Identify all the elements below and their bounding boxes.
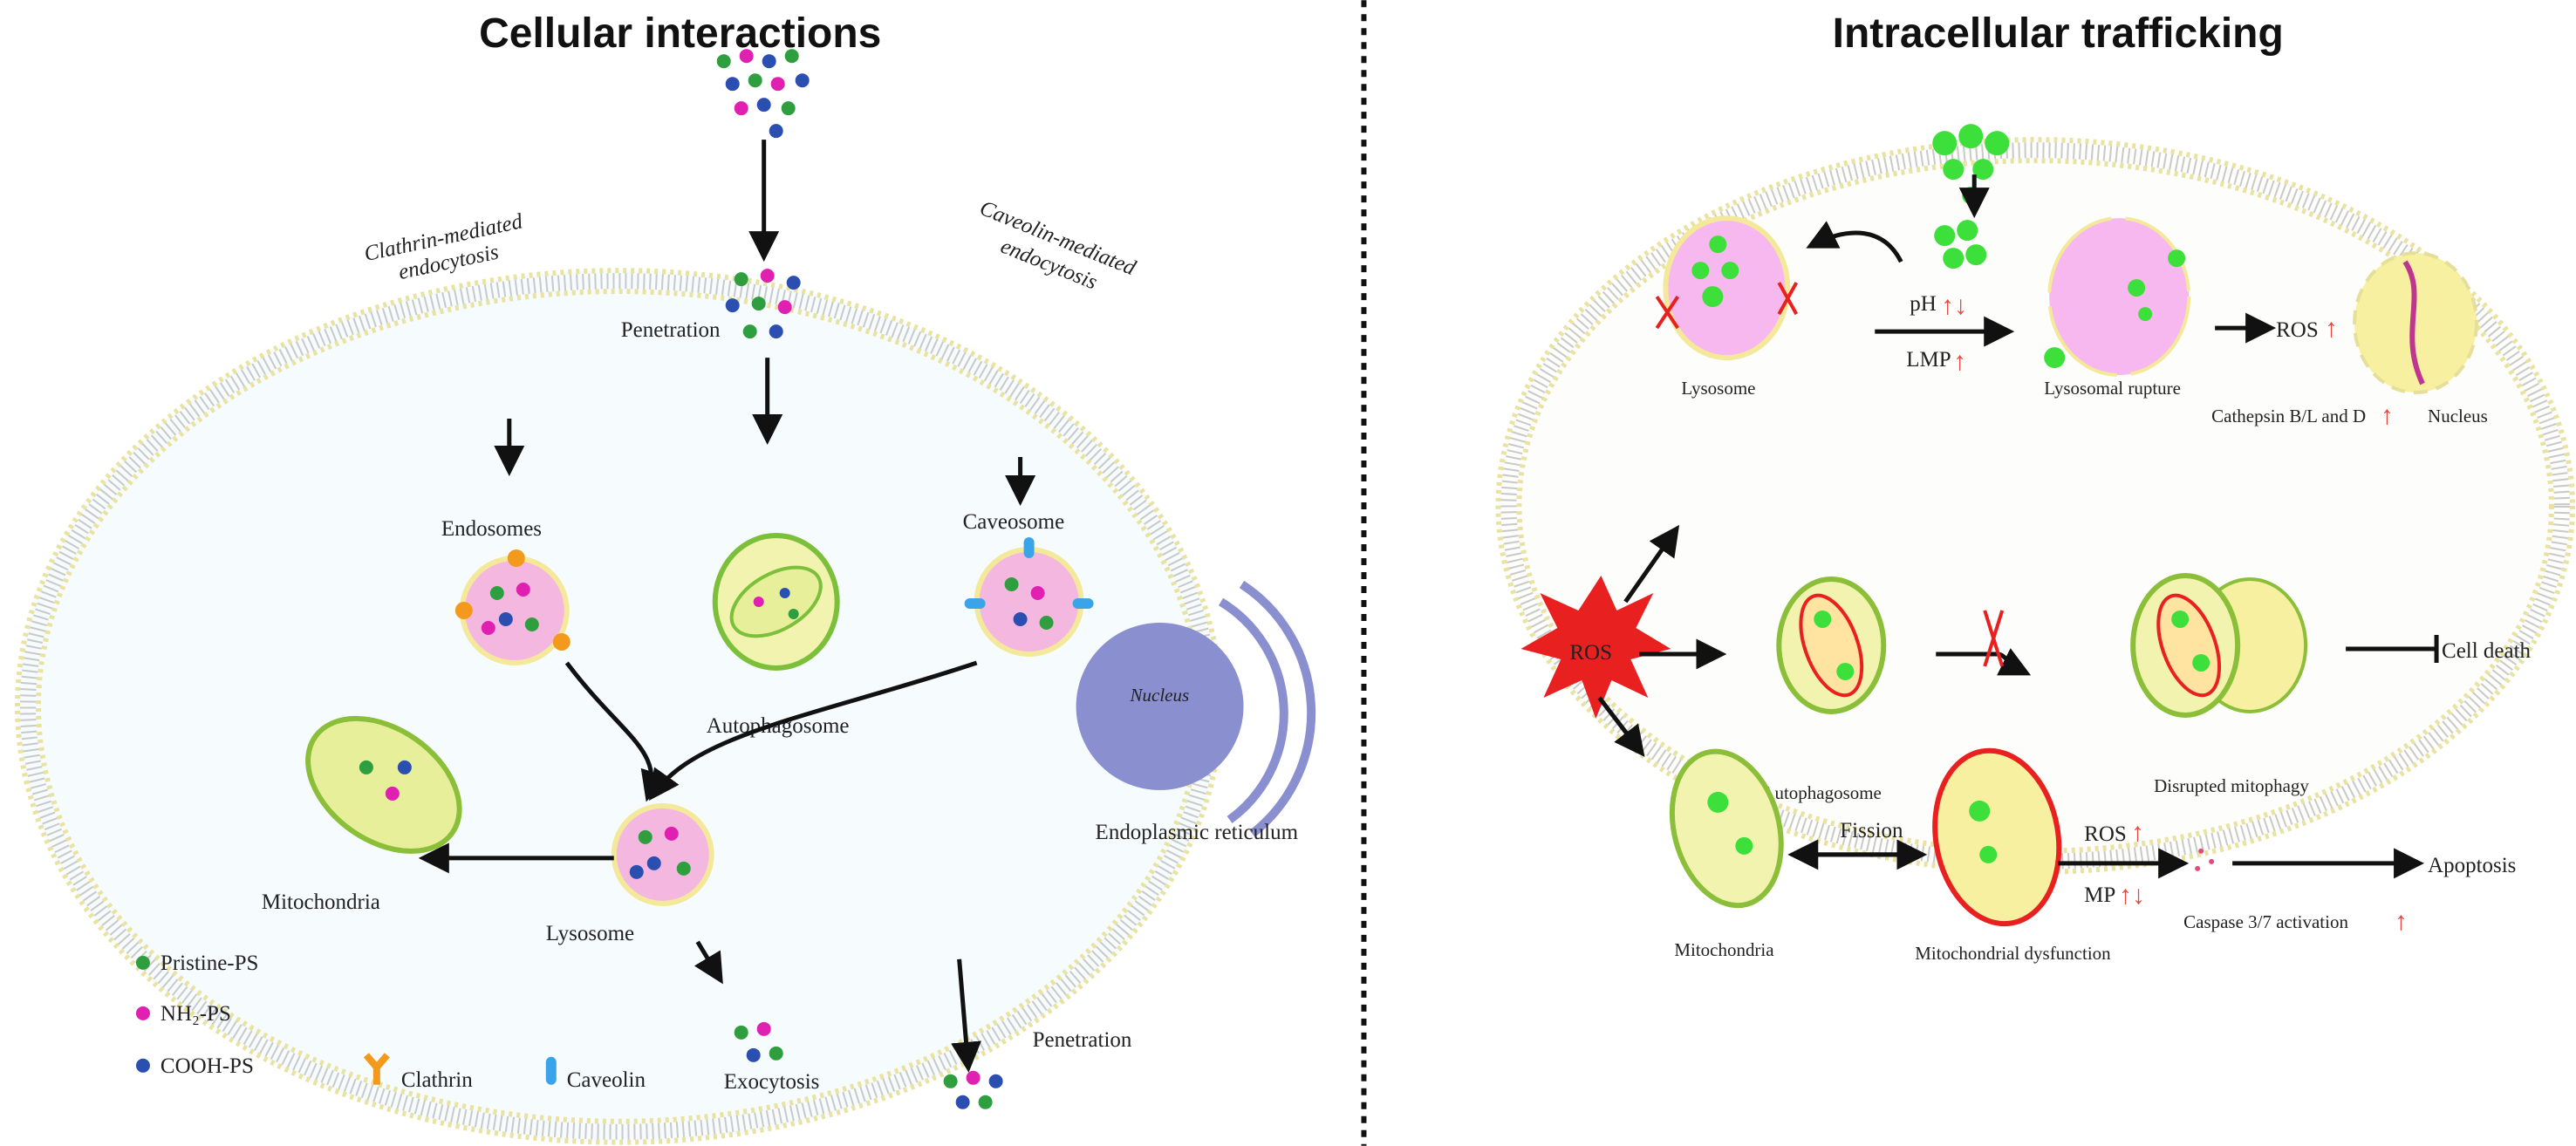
inhibition-arrow: [2346, 634, 2439, 663]
label-mitochondria-right: Mitochondria: [1674, 939, 1774, 960]
label-autophagosome-right: Autophagosome: [1761, 782, 1882, 803]
label-caspase: Caspase 3/7 activation: [2183, 911, 2348, 932]
ph-up-down-indicator: ↑↓: [1941, 291, 1967, 320]
label-mitochondria-left: Mitochondria: [262, 890, 380, 914]
nucleus-left: [1076, 580, 1316, 837]
clathrin-icon: [363, 1053, 390, 1085]
exocytosis-cluster: [734, 1021, 783, 1062]
caspase-dots: [2195, 848, 2215, 871]
right-cell: [1495, 137, 2576, 875]
mitochondria-right: [1669, 748, 1784, 909]
label-penetration-bottom: Penetration: [1033, 1028, 1132, 1052]
label-ros-mid: ROS: [2084, 822, 2127, 846]
legend-pristine-label: Pristine-PS: [161, 952, 258, 975]
label-apoptosis: Apoptosis: [2428, 854, 2516, 877]
lmp-up-indicator: ↑: [1953, 347, 1966, 376]
legend-pristine-dot: [135, 955, 150, 970]
label-endosomes: Endosomes: [441, 517, 542, 541]
label-penetration-top: Penetration: [621, 318, 721, 342]
autophagosome-left: [712, 533, 840, 671]
label-caveosome: Caveosome: [963, 510, 1065, 534]
label-ros-top: ROS: [2276, 318, 2319, 342]
autophagosome-right: [1776, 576, 1887, 714]
arrow: [1597, 696, 1645, 757]
title-intracellular-trafficking: Intracellular trafficking: [1833, 10, 2284, 57]
label-cell-death: Cell death: [2442, 639, 2531, 663]
label-mp: MP: [2084, 883, 2115, 907]
lysosomal-rupture: [2044, 216, 2191, 378]
ros-mid-up-indicator: ↑: [2131, 818, 2144, 847]
arrow: [1623, 524, 1680, 604]
blocked-x-icon: [1983, 610, 2005, 667]
ros-star: [1520, 575, 1671, 719]
disrupted-mitophagy: [2130, 573, 2308, 718]
caveosome: [964, 537, 1094, 657]
label-lmp: LMP: [1906, 348, 1951, 372]
lysosome-right: [1655, 215, 1799, 361]
legend-cooh-label: COOH-PS: [161, 1054, 254, 1078]
label-lysosomal-rupture: Lysosomal rupture: [2044, 378, 2181, 399]
label-nucleus-left: Nucleus: [1130, 685, 1190, 706]
label-nucleus-right: Nucleus: [2428, 406, 2488, 426]
label-exocytosis: Exocytosis: [724, 1070, 820, 1094]
legend-caveolin-label: Caveolin: [567, 1068, 646, 1092]
label-mitochondrial-dysfunction: Mitochondrial dysfunction: [1915, 943, 2111, 964]
caspase-up-indicator: ↑: [2395, 907, 2408, 936]
label-disrupted-mitophagy: Disrupted mitophagy: [2154, 775, 2309, 796]
legend: Pristine-PS NH₂-PS COOH-PS Clathrin Cave…: [135, 952, 646, 1092]
arrow: [1806, 221, 1903, 263]
caveolin-icon: [545, 1056, 557, 1085]
penetration-cluster-bottom: [943, 1070, 1003, 1109]
label-ros-star: ROS: [1569, 641, 1612, 665]
label-ph: pH: [1910, 292, 1937, 316]
label-autophagosome-left: Autophagosome: [707, 714, 850, 738]
arrow: [951, 958, 981, 1073]
green-particles-free: [1934, 220, 1987, 269]
label-lysosome-left: Lysosome: [546, 922, 634, 945]
ros-top-up-indicator: ↑: [2325, 314, 2338, 343]
mitochondrial-dysfunction: [1932, 747, 2062, 927]
nanoparticle-cluster-mid: [725, 269, 801, 339]
label-endoplasmic-reticulum: Endoplasmic reticulum: [1096, 821, 1299, 844]
legend-nh2-dot: [135, 1006, 150, 1020]
legend-cooh-dot: [135, 1058, 150, 1073]
label-lysosome-right: Lysosome: [1681, 378, 1755, 399]
label-cathepsin: Cathepsin B/L and D: [2211, 406, 2366, 426]
cathepsin-up-indicator: ↑: [2381, 401, 2394, 430]
dna-icon: [2402, 260, 2425, 385]
arrow: [648, 660, 978, 802]
nucleus-right: [2353, 251, 2479, 395]
mitochondria-left: [305, 715, 462, 854]
nanoparticle-cluster-top: [716, 49, 810, 139]
label-fission: Fission: [1840, 819, 1903, 842]
legend-nh2-label: NH₂-PS: [161, 1002, 231, 1026]
title-cellular-interactions: Cellular interactions: [479, 10, 881, 57]
endosome: [454, 549, 571, 665]
legend-clathrin-label: Clathrin: [401, 1068, 473, 1092]
arrow: [694, 940, 723, 985]
lysosome-left: [611, 802, 714, 906]
mp-up-down-indicator: ↑↓: [2119, 881, 2145, 910]
